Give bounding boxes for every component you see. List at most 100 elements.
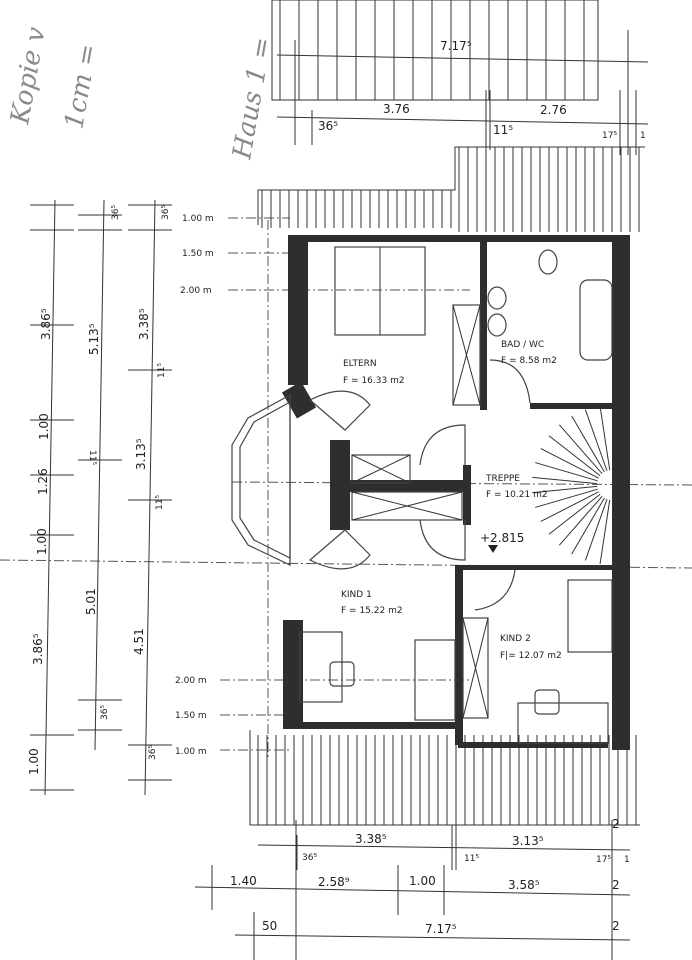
dim-label: 1.00 (409, 874, 436, 888)
dim-label: 11⁵ (155, 495, 165, 510)
dim-label: 11⁵ (87, 450, 97, 465)
desk (299, 631, 343, 703)
roof-outline-lower (249, 730, 640, 826)
sink (487, 313, 507, 337)
dim-label: 1.00 (27, 748, 41, 775)
dim-label: 17⁵ (602, 131, 617, 141)
bed (567, 579, 613, 653)
wardrobe (351, 491, 463, 521)
stair-step (599, 499, 611, 565)
stair-step (535, 462, 598, 482)
dim-top-overall: 7.17⁵ (440, 39, 472, 53)
dim-label: 36⁵ (100, 705, 110, 720)
handwritten-note: Haus 1 = (227, 35, 278, 162)
dim-label: 2 (612, 878, 620, 892)
dim-label: 2 (612, 919, 620, 933)
level-label: 1.00 m (182, 214, 214, 224)
wardrobe (351, 454, 411, 484)
level-label: 1.50 m (175, 711, 207, 721)
bottom-dimensions: 36⁵ 3.38⁵ 11⁵ 3.13⁵ 17⁵ 1 2 1.40 2.58⁹ 1… (194, 817, 631, 960)
stair-step (540, 448, 599, 479)
dim-label: 17⁵ (596, 855, 611, 865)
room-area-kind1: F = 15.22 m2 (341, 606, 403, 616)
stair-step (571, 497, 605, 555)
dim-label: 3.86⁵ (39, 308, 53, 340)
level-label: 2.00 m (175, 676, 207, 686)
dim-label: 1.00 (35, 528, 49, 555)
handwritten-note: 1cm = (59, 41, 103, 131)
elevation-triangle-icon (488, 545, 498, 553)
dim-label: 3.86⁵ (31, 633, 45, 665)
bay-window-inner (239, 400, 291, 559)
dim-label: 36⁵ (161, 205, 171, 220)
toilet (538, 249, 558, 275)
room-name-treppe: TREPPE (485, 474, 520, 484)
room-name-kind2: KIND 2 (500, 634, 531, 644)
dim-label: 3.58⁵ (508, 878, 540, 892)
level-label: 1.00 m (175, 747, 207, 757)
dim-label: 3.38⁵ (137, 308, 151, 340)
dim-label: 5.01 (84, 588, 98, 615)
chair (534, 689, 560, 715)
wardrobe (452, 304, 481, 406)
level-label: 1.50 m (182, 249, 214, 259)
stair-step (532, 476, 598, 485)
dim-label: 1 (640, 131, 646, 141)
stair-step (599, 405, 611, 471)
doors (308, 359, 531, 611)
stair-step (548, 435, 601, 477)
bathtub (579, 279, 613, 361)
dim-label: 1 (624, 855, 630, 865)
dim-label: 4.51 (132, 628, 146, 655)
desk (517, 702, 609, 744)
room-area-bad: F = 8.58 m2 (501, 356, 557, 366)
dim-label: 36⁵ (302, 853, 317, 863)
furniture (299, 246, 613, 744)
chair (329, 661, 355, 687)
dim-label: 11⁵ (464, 854, 479, 864)
bed (414, 639, 456, 721)
dim-label: 1.26 (36, 468, 50, 495)
dim-label: 3.76 (383, 102, 410, 116)
bay-window (231, 393, 291, 566)
dim-label: 1.00 (37, 413, 51, 440)
room-name-eltern: ELTERN (343, 359, 377, 369)
stair-step (558, 495, 603, 546)
stair-step (535, 488, 598, 508)
dim-label: 5.13⁵ (87, 323, 101, 355)
stair-step (558, 424, 603, 475)
dim-label: 2.58⁹ (318, 875, 350, 889)
handwritten-note: Kopie v (5, 25, 52, 128)
dim-label: 7.17⁵ (425, 922, 457, 936)
dim-label: 2 (612, 817, 620, 831)
dim-label: 36⁵ (318, 119, 338, 133)
top-dimensions: 7.17⁵ 36⁵ 3.76 11⁵ 2.76 17⁵ 1 (276, 30, 649, 155)
stair-step (540, 491, 599, 522)
dim-label: 2.76 (540, 103, 567, 117)
dim-label: 50 (262, 919, 277, 933)
left-dimensions: 3.86⁵ 1.00 1.26 1.00 3.86⁵ 1.00 36⁵ 5.13… (27, 199, 172, 796)
stair-step (584, 498, 608, 561)
dim-label: 11⁵ (157, 363, 167, 378)
dim-label: 36⁵ (111, 205, 121, 220)
stair-step (584, 409, 608, 472)
room-name-bad: BAD / WC (501, 340, 544, 350)
dim-label: 3.13⁵ (134, 438, 148, 470)
room-area-treppe: F = 10.21 m2 (486, 490, 548, 500)
roof-outline-top (271, 0, 599, 101)
walls (281, 235, 630, 750)
level-label: 2.00 m (180, 286, 212, 296)
stair-step (548, 493, 601, 535)
dim-label: 11⁵ (493, 123, 513, 137)
room-labels: ELTERN F = 16.33 m2 BAD / WC F = 8.58 m2… (341, 340, 562, 661)
roof-outline-upper (257, 146, 645, 225)
roof-hatching (257, 0, 640, 825)
stair-step (571, 415, 605, 473)
sink (487, 286, 507, 310)
elevation-marker: +2.815 (480, 531, 524, 545)
room-area-eltern: F = 16.33 m2 (343, 376, 405, 386)
dim-label: 36⁵ (148, 745, 158, 760)
room-area-kind2: F|= 12.07 m2 (500, 651, 562, 661)
dim-label: 3.13⁵ (512, 834, 544, 848)
